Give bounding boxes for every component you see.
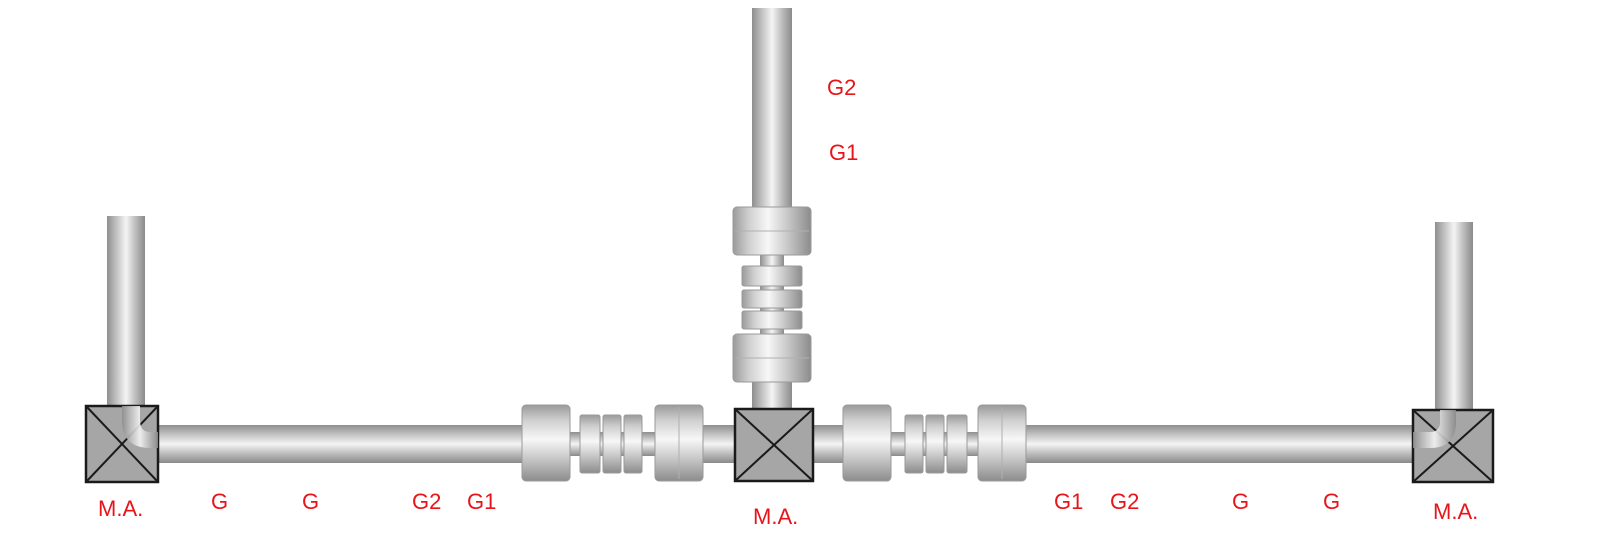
label-left-g1: G1 — [467, 489, 496, 514]
top-vertical-pipe — [752, 8, 792, 213]
label-ma-left: M.A. — [98, 496, 143, 521]
label-right-g-b: G — [1323, 489, 1340, 514]
left-elbow-overlay — [122, 406, 158, 448]
label-left-g2: G2 — [412, 489, 441, 514]
label-ma-right: M.A. — [1433, 499, 1478, 524]
right-riser-pipe — [1435, 222, 1473, 422]
labels: M.A. G G G2 G1 G2 G1 M.A. G1 G2 G G M.A. — [98, 75, 1478, 529]
label-left-g-a: G — [211, 489, 228, 514]
label-right-g2: G2 — [1110, 489, 1139, 514]
label-top-g1: G1 — [829, 140, 858, 165]
top-coupling-assembly — [732, 206, 812, 383]
label-top-g2: G2 — [827, 75, 856, 100]
label-right-g-a: G — [1232, 489, 1249, 514]
right-coupling-assembly — [842, 404, 1027, 482]
left-riser-pipe — [107, 216, 145, 426]
main-pipe-left — [150, 425, 540, 463]
label-right-g1: G1 — [1054, 489, 1083, 514]
right-elbow-overlay — [1413, 410, 1456, 448]
label-ma-center: M.A. — [753, 504, 798, 529]
main-pipe-right — [1020, 425, 1420, 463]
left-coupling-assembly — [521, 404, 704, 482]
center-junction-box — [733, 407, 815, 483]
label-left-g-b: G — [302, 489, 319, 514]
